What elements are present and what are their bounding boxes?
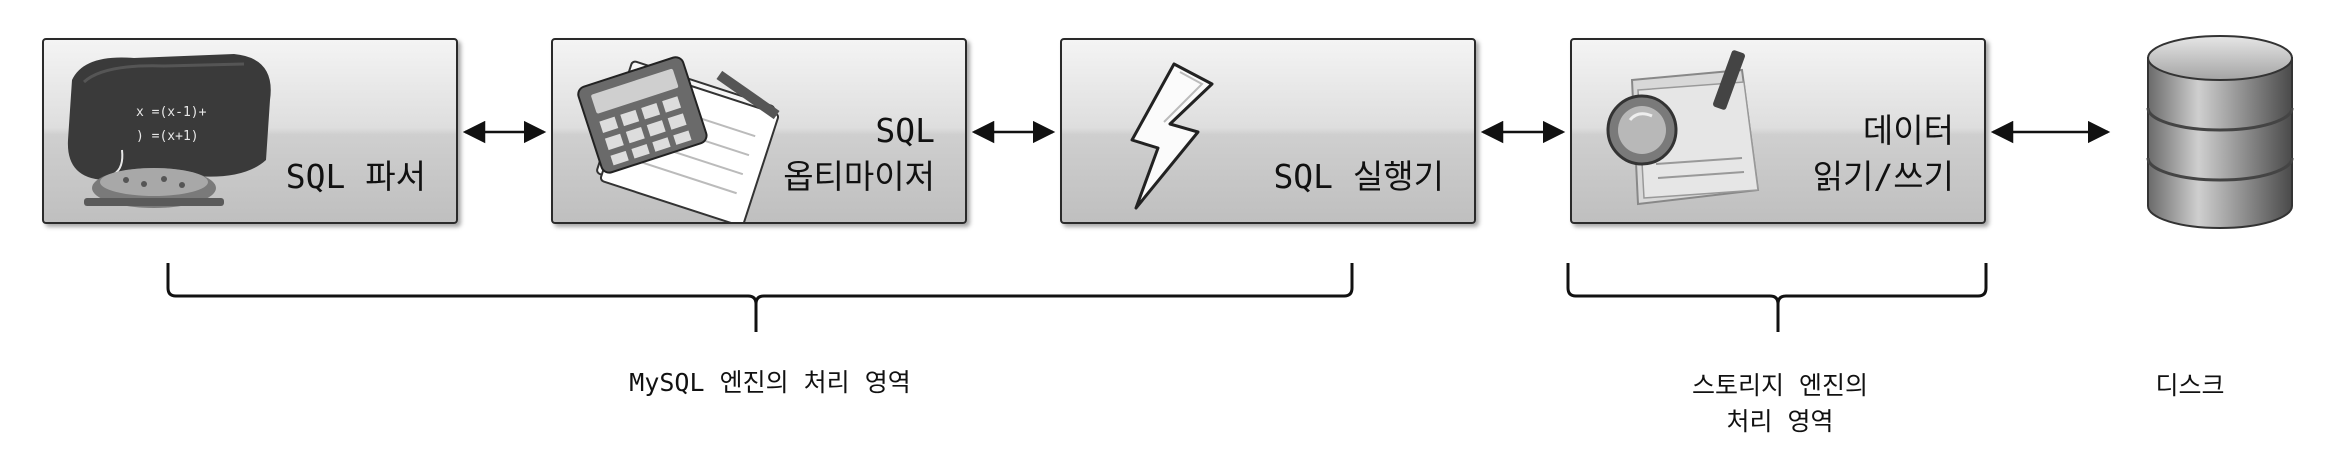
sql-executor-label: SQL 실행기 [1273,157,1444,196]
brace-mysql-engine [166,263,1354,332]
sql-parser-box: x =(x-1)+ ) =(x+1) SQL 파서 [42,38,458,224]
sql-optimizer-box: SQL 옵티마이저 [551,38,967,224]
calculator-notepad-icon [577,56,780,222]
data-read-write-box: 데이터 읽기/쓰기 [1570,38,1986,224]
chalkboard-icon: x =(x-1)+ ) =(x+1) [67,54,271,208]
sql-optimizer-label: SQL 옵티마이저 [783,111,935,196]
sql-executor-box: SQL 실행기 [1060,38,1476,224]
mysql-engine-caption: MySQL 엔진의 처리 영역 [629,368,911,397]
lightning-bolt-icon [1130,62,1214,210]
brace-storage-engine [1566,263,1988,332]
disk-caption: 디스크 [2155,371,2225,400]
svg-text:x =(x-1)+: x =(x-1)+ [136,105,207,120]
database-disk-icon [2146,35,2294,229]
sql-parser-label: SQL 파서 [285,157,426,196]
storage-engine-caption: 스토리지 엔진의 처리 영역 [1691,371,1869,436]
data-read-write-label: 데이터 읽기/쓰기 [1812,111,1954,196]
svg-text:) =(x+1): ) =(x+1) [136,129,199,144]
file-search-icon [1606,50,1760,206]
